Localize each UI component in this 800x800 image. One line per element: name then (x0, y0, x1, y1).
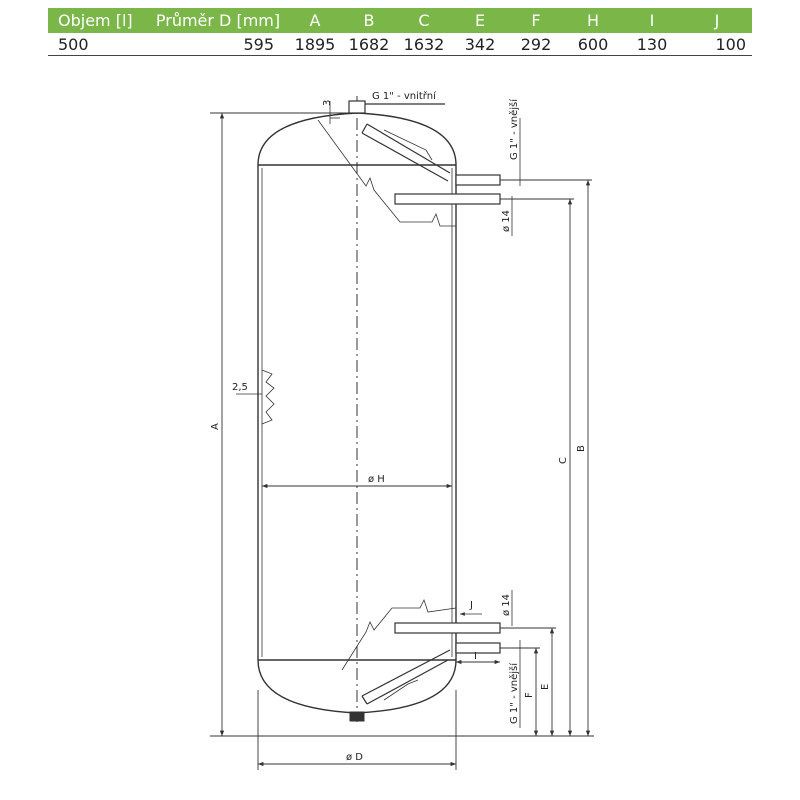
header-b: B (342, 8, 396, 33)
bottom-fitting (349, 711, 365, 722)
label-wall-3: 3 (322, 100, 333, 106)
cell-prumer: 595 (148, 33, 288, 56)
cell-a: 1895 (288, 33, 342, 56)
header-f: F (508, 8, 564, 33)
header-c: C (396, 8, 452, 33)
cell-b: 1682 (342, 33, 396, 56)
dim-d (257, 690, 457, 770)
dim-a (210, 112, 350, 737)
upper-coil-leader (383, 129, 433, 161)
dim-c (500, 198, 574, 736)
dim-j (455, 612, 482, 622)
cell-f: 292 (508, 33, 564, 56)
header-i: I (622, 8, 682, 33)
cell-j: 100 (682, 33, 752, 56)
dim-f (500, 647, 540, 736)
spec-table: Objem [l] Průměr D [mm] A B C E F H I J … (48, 8, 752, 56)
label-lower-outer: G 1" - vnější (508, 662, 520, 724)
top-fitting (348, 100, 445, 114)
upper-coil (361, 123, 451, 182)
table-header-row: Objem [l] Průměr D [mm] A B C E F H I J (48, 8, 752, 33)
label-b: B (576, 445, 587, 452)
label-upper-outer: G 1" - vnější (508, 98, 520, 160)
cell-c: 1632 (396, 33, 452, 56)
wall-2-5-break (261, 369, 275, 425)
cell-e: 342 (452, 33, 508, 56)
label-f: F (524, 692, 535, 698)
label-j: J (469, 600, 473, 611)
header-a: A (288, 8, 342, 33)
label-phi14-lower: ø 14 (501, 594, 512, 616)
label-top-fitting: G 1" - vnitřní (372, 90, 437, 102)
label-c: C (558, 457, 569, 464)
label-a: A (210, 423, 221, 430)
cell-i: 130 (622, 33, 682, 56)
label-wall-2-5: 2,5 (232, 382, 248, 393)
label-phi-h: ø H (368, 474, 385, 485)
cell-objem: 500 (48, 33, 148, 56)
table-row: 500 595 1895 1682 1632 342 292 600 130 1… (48, 33, 752, 56)
header-objem: Objem [l] (48, 8, 148, 33)
dimension-wall-3 (329, 101, 340, 124)
label-e: E (540, 684, 551, 690)
label-phi14-upper: ø 14 (501, 210, 512, 232)
lower-coil-break-line (341, 598, 457, 671)
header-e: E (452, 8, 508, 33)
dim-b (500, 179, 592, 736)
lower-coil (361, 649, 451, 705)
lower-coil-leader (383, 679, 419, 701)
upper-coil-pipes (394, 174, 501, 205)
header-prumer: Průměr D [mm] (148, 8, 288, 33)
header-j: J (682, 8, 752, 33)
header-h: H (564, 8, 622, 33)
label-i: I (474, 651, 477, 662)
label-phi-d: ø D (346, 752, 363, 763)
dim-e (500, 627, 556, 736)
lower-coil-pipes (394, 622, 501, 654)
cell-h: 600 (564, 33, 622, 56)
upper-coil-break-line (317, 119, 456, 227)
